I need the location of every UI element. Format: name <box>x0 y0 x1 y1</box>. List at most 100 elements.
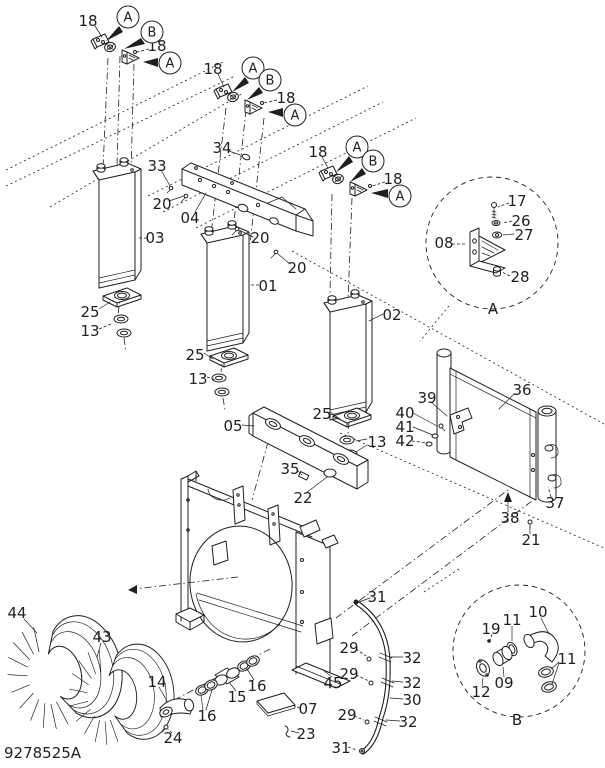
part-label-28: 28 <box>510 268 529 286</box>
part-label-37: 37 <box>545 494 564 512</box>
clamps-16-outer <box>237 655 260 672</box>
svg-text:A: A <box>291 109 300 124</box>
mounting-bracket-group-2 <box>213 73 283 117</box>
radiator-core-01 <box>200 220 250 352</box>
drawing-number: 9278525A <box>4 744 82 762</box>
part-label-29: 29 <box>337 706 356 724</box>
bolt-29 <box>368 680 374 686</box>
part-label-36: 36 <box>512 381 531 399</box>
part-label-26: 26 <box>511 212 530 230</box>
detail-view-letter-b: B <box>512 711 522 729</box>
part-label-13: 13 <box>80 322 99 340</box>
sleeve-15 <box>214 667 240 686</box>
svg-text:A: A <box>124 11 133 26</box>
part-label-25: 25 <box>185 346 204 364</box>
bolt-19 <box>487 639 491 643</box>
part-label-22: 22 <box>293 489 312 507</box>
part-label-45: 45 <box>323 674 342 692</box>
part-label-02: 02 <box>382 306 401 324</box>
svg-text:B: B <box>266 74 275 89</box>
part-label-05: 05 <box>223 417 242 435</box>
part-label-23: 23 <box>296 725 315 743</box>
part-label-08: 08 <box>434 234 453 252</box>
part-label-29: 29 <box>339 665 358 683</box>
part-label-20: 20 <box>152 195 171 213</box>
part-label-13: 13 <box>188 370 207 388</box>
svg-text:A: A <box>353 141 362 156</box>
balloon-A: A <box>283 103 307 127</box>
bolt-29 <box>366 656 372 662</box>
assembly-axis-lines <box>102 55 537 713</box>
washer-41 <box>431 433 439 439</box>
part-label-15: 15 <box>227 688 246 706</box>
part-label-11: 11 <box>502 611 521 629</box>
bolt-17 <box>491 202 497 208</box>
part-label-18: 18 <box>78 12 97 30</box>
balloon-A: A <box>158 51 182 75</box>
detail-view-a-circle: A <box>425 176 559 318</box>
part-label-07: 07 <box>298 700 317 718</box>
part-label-33: 33 <box>147 157 166 175</box>
bolt-29 <box>364 719 370 725</box>
part-label-31: 31 <box>367 588 386 606</box>
part-label-09: 09 <box>494 674 513 692</box>
clamp-32 <box>380 677 395 688</box>
detail-view-letter-a: A <box>488 300 499 318</box>
washer-26 <box>491 220 501 226</box>
part-label-38: 38 <box>500 509 519 527</box>
svg-text:A: A <box>396 190 405 205</box>
clip-34 <box>241 153 251 161</box>
nut-28 <box>493 266 501 272</box>
hose-30 <box>353 599 395 755</box>
part-label-35: 35 <box>280 460 299 478</box>
bolt-24 <box>163 724 169 730</box>
part-label-34: 34 <box>212 139 231 157</box>
part-label-16: 16 <box>197 707 216 725</box>
part-label-19: 19 <box>481 620 500 638</box>
bracket-39 <box>449 407 473 435</box>
part-label-31: 31 <box>331 739 350 757</box>
clamps-16-inner <box>195 679 218 696</box>
part-label-42: 42 <box>395 432 414 450</box>
part-label-32: 32 <box>402 649 421 667</box>
part-label-03: 03 <box>145 229 164 247</box>
balloon-A: A <box>241 56 265 80</box>
part-label-41: 41 <box>395 418 414 436</box>
part-label-32: 32 <box>402 674 421 692</box>
svg-text:A: A <box>249 62 258 77</box>
part-label-39: 39 <box>417 389 436 407</box>
part-label-04: 04 <box>180 209 199 227</box>
part-label-43: 43 <box>92 628 111 646</box>
part-label-21: 21 <box>521 531 540 549</box>
tie-bar-04 <box>181 162 314 237</box>
balloon-B: B <box>258 68 282 92</box>
bolt-31 <box>359 748 365 754</box>
bolt-31 <box>353 599 359 605</box>
radiator-core-03 <box>92 157 142 289</box>
svg-text:B: B <box>148 26 157 41</box>
part-label-10: 10 <box>528 603 547 621</box>
mounting-bracket-group-1 <box>90 25 158 67</box>
part-label-16: 16 <box>247 677 266 695</box>
part-label-25: 25 <box>312 405 331 423</box>
elbow-14 <box>159 698 195 733</box>
detail-view-a-parts <box>452 202 515 277</box>
svg-text:B: B <box>369 155 378 170</box>
washer-42 <box>425 441 433 447</box>
part-label-18: 18 <box>276 89 295 107</box>
clamp-32 <box>378 652 393 663</box>
part-label-11: 11 <box>557 650 576 668</box>
bolt-21 <box>527 519 533 525</box>
bracket-08 <box>469 227 480 267</box>
part-label-12: 12 <box>471 683 490 701</box>
clamp-32 <box>373 716 388 727</box>
part-label-24: 24 <box>163 729 182 747</box>
fitting-37 <box>544 444 554 452</box>
part-label-44: 44 <box>7 604 26 622</box>
fan-guard-frame-45 <box>175 470 351 689</box>
detail-view-b-circle: B <box>452 584 586 729</box>
mounting-bracket-group-3 <box>318 156 388 198</box>
